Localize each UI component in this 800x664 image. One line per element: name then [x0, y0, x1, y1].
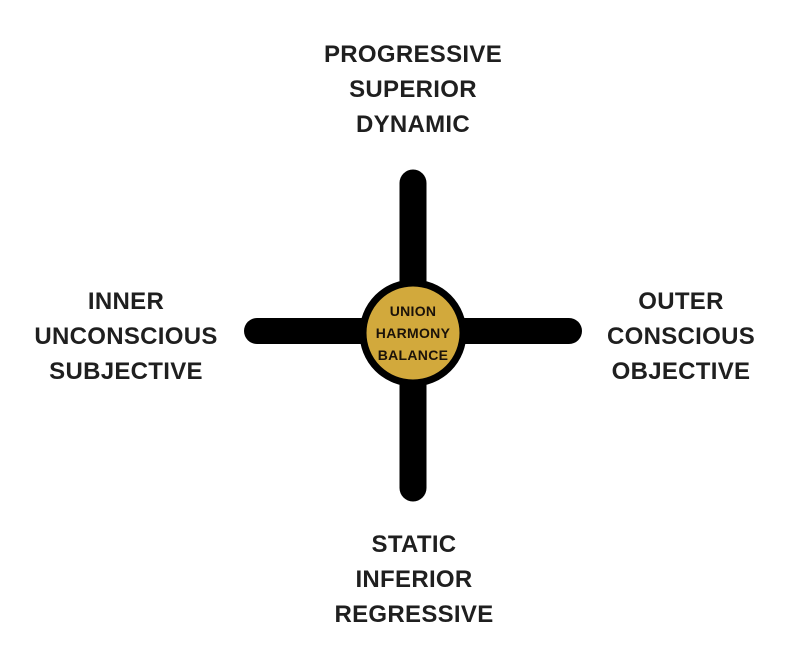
left-axis-label-line-1: INNER — [87, 288, 165, 315]
center-circle-label-line-1: UNION — [389, 303, 437, 319]
top-axis-label-line-3: DYNAMIC — [355, 111, 471, 138]
top-axis-label-line-1: PROGRESSIVE — [323, 41, 502, 68]
center-circle-label-line-3: BALANCE — [377, 347, 449, 363]
right-axis-label-line-1: OUTER — [638, 288, 724, 315]
left-axis-label-line-2: UNCONSCIOUS — [34, 323, 218, 350]
bottom-axis-label-line-1: STATIC — [371, 531, 457, 558]
left-axis-label: INNER UNCONSCIOUS SUBJECTIVE — [6, 284, 246, 389]
bottom-axis-label-line-3: REGRESSIVE — [334, 601, 494, 628]
bottom-axis-label-line-2: INFERIOR — [355, 566, 473, 593]
right-axis-label: OUTER CONSCIOUS OBJECTIVE — [561, 284, 800, 389]
center-circle — [359, 279, 467, 387]
bottom-axis-label: STATIC INFERIOR REGRESSIVE — [214, 527, 614, 632]
top-axis-label-line-2: SUPERIOR — [349, 76, 477, 103]
right-axis-label-line-2: CONSCIOUS — [606, 323, 756, 350]
center-circle-label-line-2: HARMONY — [375, 325, 451, 341]
top-axis-label: PROGRESSIVE SUPERIOR DYNAMIC — [213, 37, 613, 142]
center-circle-label: UNION HARMONY BALANCE — [343, 300, 483, 366]
left-axis-label-line-3: SUBJECTIVE — [49, 358, 203, 385]
right-axis-label-line-3: OBJECTIVE — [611, 358, 751, 385]
